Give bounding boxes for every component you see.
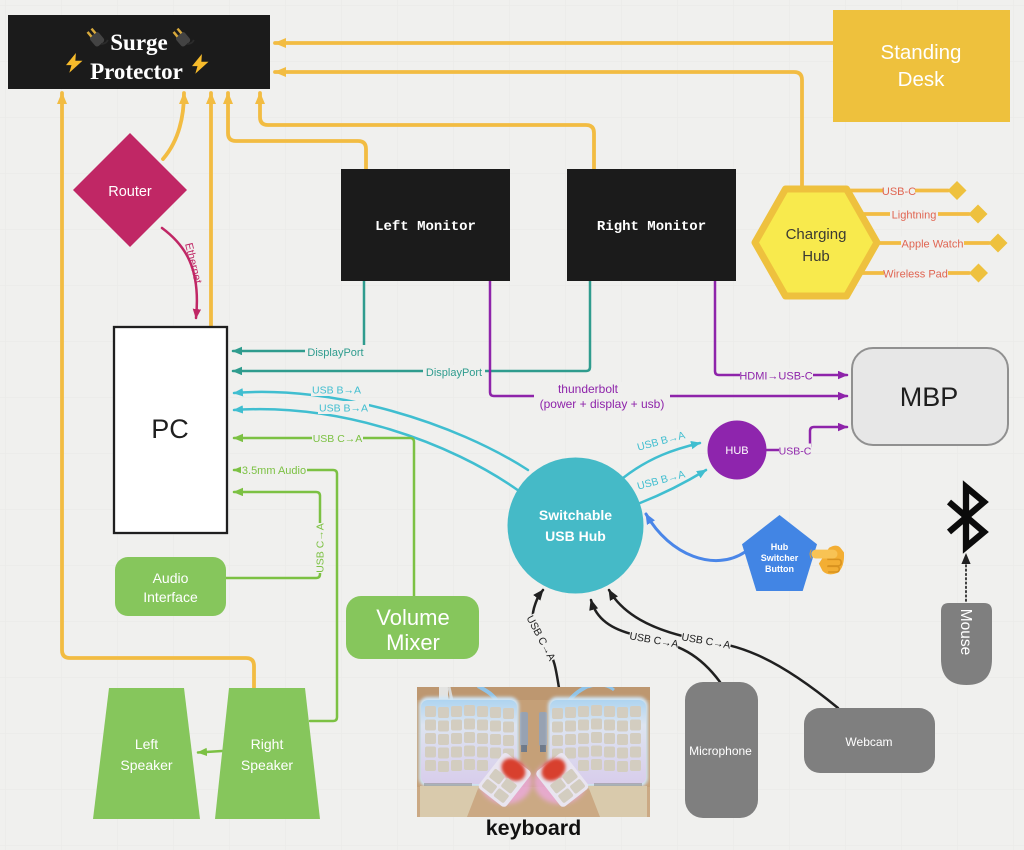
svg-text:Lightning: Lightning (892, 210, 937, 222)
svg-text:DisplayPort: DisplayPort (307, 347, 363, 359)
svg-text:(power + display + usb): (power + display + usb) (540, 397, 665, 411)
svg-text:Speaker: Speaker (241, 757, 293, 773)
svg-text:HDMI→USB-C: HDMI→USB-C (739, 371, 812, 383)
svg-text:USB B→A: USB B→A (319, 403, 368, 415)
svg-text:Router: Router (108, 184, 152, 200)
svg-text:Surge: Surge (110, 30, 168, 55)
svg-text:Interface: Interface (143, 589, 198, 605)
svg-text:PC: PC (151, 414, 189, 444)
svg-text:Hub: Hub (771, 542, 789, 552)
svg-text:Mouse: Mouse (957, 609, 974, 656)
svg-text:Audio: Audio (153, 570, 189, 586)
svg-text:Left Monitor: Left Monitor (375, 219, 476, 235)
svg-text:Right Monitor: Right Monitor (597, 219, 706, 235)
svg-text:Desk: Desk (898, 68, 945, 91)
svg-text:Hub: Hub (802, 248, 830, 265)
svg-text:MBP: MBP (900, 382, 959, 412)
svg-text:Microphone: Microphone (689, 744, 752, 758)
svg-text:USB Hub: USB Hub (545, 528, 606, 544)
svg-text:Volume: Volume (376, 605, 449, 630)
svg-text:Switcher: Switcher (761, 553, 799, 563)
svg-text:Switchable: Switchable (539, 507, 612, 523)
svg-text:DisplayPort: DisplayPort (426, 367, 482, 379)
svg-text:Left: Left (135, 736, 158, 752)
svg-text:Charging: Charging (786, 226, 847, 243)
svg-text:Mixer: Mixer (386, 630, 440, 655)
svg-text:Button: Button (765, 564, 794, 574)
svg-text:Wireless Pad: Wireless Pad (883, 269, 948, 281)
svg-text:HUB: HUB (725, 445, 748, 457)
svg-text:USB-C: USB-C (882, 186, 916, 198)
svg-text:USB B→A: USB B→A (312, 385, 361, 397)
svg-text:USB C→A: USB C→A (313, 433, 363, 445)
svg-text:keyboard: keyboard (486, 816, 582, 840)
svg-text:Apple Watch: Apple Watch (902, 239, 964, 251)
svg-text:Right: Right (251, 736, 284, 752)
svg-text:Protector: Protector (90, 59, 183, 84)
svg-text:Standing: Standing (881, 41, 962, 64)
svg-text:thunderbolt: thunderbolt (558, 382, 619, 396)
svg-text:USB C→A: USB C→A (315, 523, 327, 573)
svg-text:3.5mm Audio: 3.5mm Audio (242, 465, 306, 477)
svg-text:USB-C: USB-C (779, 446, 812, 458)
svg-text:Webcam: Webcam (845, 735, 892, 749)
svg-text:Speaker: Speaker (120, 757, 172, 773)
